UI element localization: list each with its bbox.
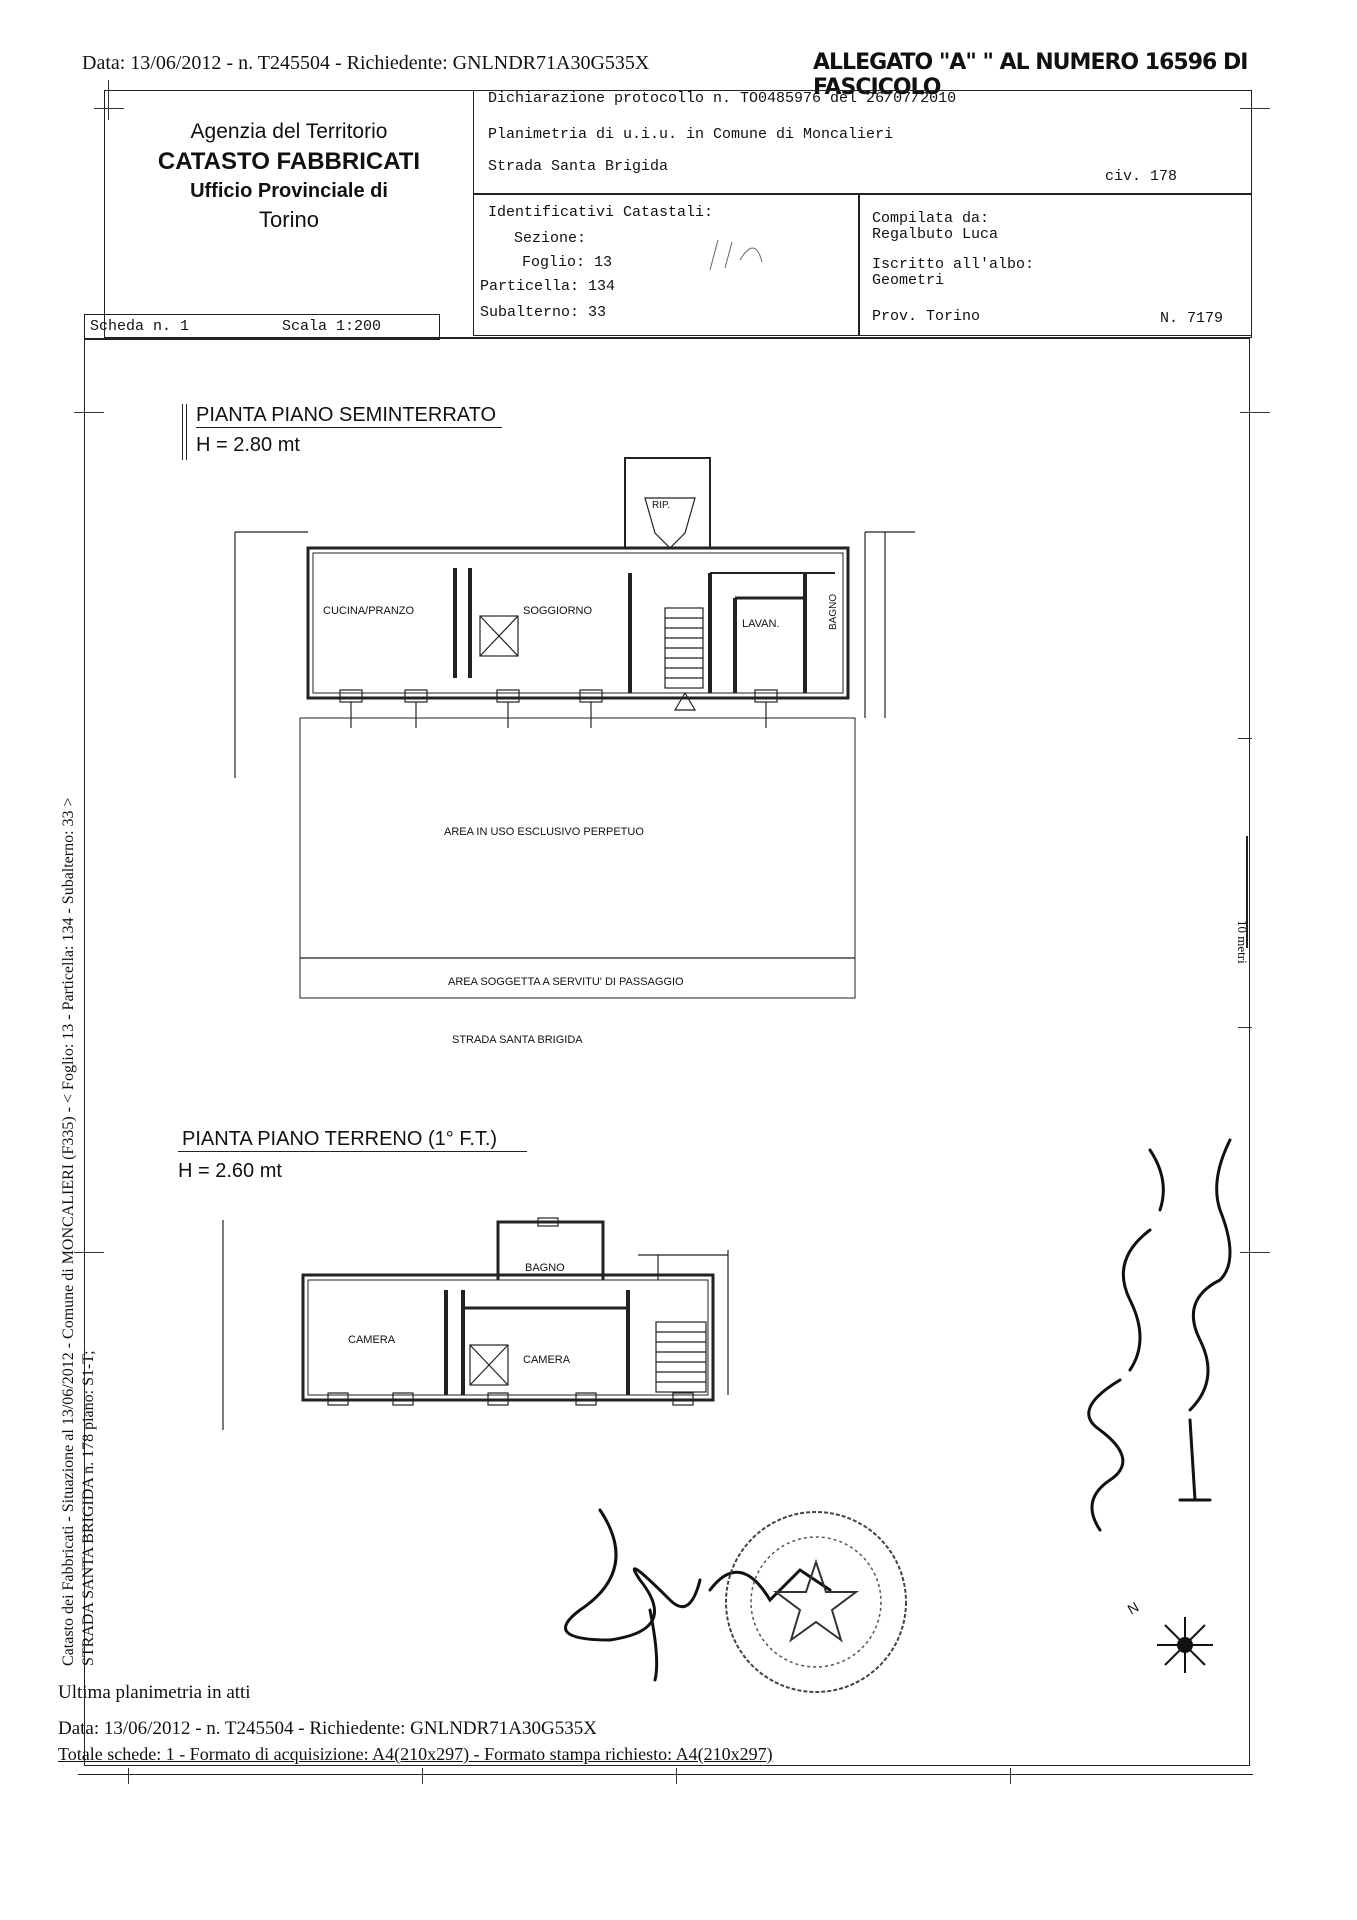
plan2-title: PIANTA PIANO TERRENO (1° F.T.) (178, 1128, 528, 1152)
cucina-label: CUCINA/PRANZO (323, 605, 415, 617)
agency-block: Agenzia del Territorio CATASTO FABBRICAT… (104, 120, 474, 233)
side-catasto-text: Catasto dei Fabbricati - Situazione al 1… (60, 797, 77, 1666)
soggiorno-label: SOGGIORNO (523, 605, 593, 617)
scale-bar (1246, 836, 1248, 948)
identifiers-title: Identificativi Catastali: (488, 204, 714, 221)
signature-right (1087, 1138, 1232, 1532)
rip-label: RIP. (652, 500, 671, 511)
footer-data-line: Data: 13/06/2012 - n. T245504 - Richiede… (58, 1718, 597, 1739)
protocol-text: Dichiarazione protocollo n. TO0485976 de… (488, 90, 957, 107)
compiled-title: Compilata da: (872, 210, 990, 227)
identifiers-box (473, 194, 859, 336)
prov-text: Prov. Torino (872, 308, 981, 325)
albo-text: Geometri (872, 272, 945, 289)
plan2-camera1-label: CAMERA (348, 1334, 396, 1346)
side-address-text: STRADA SANTA BRIGIDA n. 178 piano: S1-T; (80, 1350, 97, 1666)
subalterno-text: Subalterno: 33 (480, 304, 607, 321)
scheda-text: Scheda n. 1 (90, 318, 190, 335)
plan2-camera2-label: CAMERA (523, 1354, 571, 1366)
drawing-frame (84, 338, 1250, 1766)
ultima-planimetria: Ultima planimetria in atti (58, 1682, 251, 1703)
catasto-title: CATASTO FABBRICATI (157, 148, 421, 175)
official-stamp (725, 1511, 907, 1693)
compiled-name: Regalbuto Luca (872, 226, 999, 243)
sezione-text: Sezione: (514, 230, 587, 247)
scheda-box (84, 314, 440, 340)
scale-label: 10 metri (1235, 920, 1250, 964)
plan1-title: PIANTA PIANO SEMINTERRATO (196, 404, 503, 428)
area-label: AREA IN USO ESCLUSIVO PERPETUO (444, 826, 644, 838)
street-text: Strada Santa Brigida (488, 158, 669, 175)
lavan-label: LAVAN. (742, 618, 780, 630)
document-header-line: Data: 13/06/2012 - n. T245504 - Richiede… (82, 52, 650, 74)
north-arrow-icon (1157, 1617, 1213, 1673)
allegato-note: ALLEGATO "A" " AL NUMERO 16596 DI FASCIC… (813, 50, 1248, 100)
number-text: N. 7179 (1160, 310, 1224, 327)
scala-text: Scala 1:200 (282, 318, 382, 335)
bagno-label-vertical: BAGNO (828, 593, 839, 630)
plan1-height: H = 2.80 mt (196, 434, 300, 456)
torino-label: Torino (259, 207, 319, 232)
iscritto-text: Iscritto all'albo: (872, 256, 1035, 273)
foglio-text: Foglio: 13 (522, 254, 613, 271)
footer-totale-line: Totale schede: 1 - Formato di acquisizio… (58, 1744, 773, 1764)
declaration-box (473, 90, 1252, 194)
planimetry-text: Planimetria di u.i.u. in Comune di Monca… (488, 126, 894, 143)
civ-text: civ. 178 (1105, 168, 1178, 185)
servitu-label: AREA SOGGETTA A SERVITU' DI PASSAGGIO (448, 976, 684, 988)
plan2-bagno-label: BAGNO (525, 1262, 565, 1274)
street-label: STRADA SANTA BRIGIDA (452, 1034, 583, 1046)
plan2-drawing (222, 1217, 729, 1430)
plan2-height: H = 2.60 mt (178, 1160, 282, 1182)
compiled-box (859, 194, 1252, 336)
ufficio-label: Ufficio Provinciale di (190, 180, 388, 202)
particella-text: Particella: 134 (480, 278, 616, 295)
plan1-title-bar (182, 404, 187, 460)
agency-name: Agenzia del Territorio (190, 120, 388, 143)
signature-bottom (564, 1508, 832, 1682)
handwritten-mark (709, 239, 763, 271)
plan1-drawing (234, 457, 915, 999)
